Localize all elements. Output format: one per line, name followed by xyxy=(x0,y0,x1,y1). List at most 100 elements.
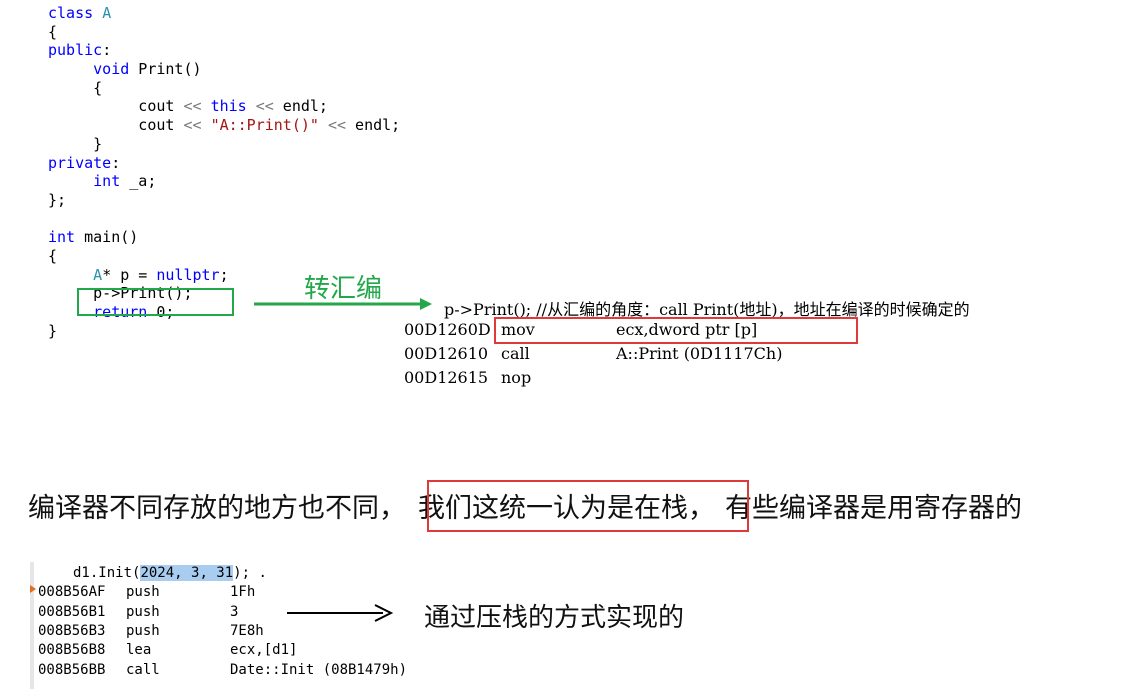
breakpoint-marker-icon xyxy=(30,585,36,593)
code-token: { xyxy=(48,246,58,265)
asm1-op: nop xyxy=(501,368,532,387)
code-token: << xyxy=(183,116,202,135)
code-line: private: xyxy=(48,154,400,173)
code-line: } xyxy=(48,135,400,154)
asm1-arg: ecx,dword ptr [p] xyxy=(616,320,758,339)
code-token: ; xyxy=(219,265,229,284)
code-token: : xyxy=(111,153,121,172)
code-line: return 0; xyxy=(48,303,400,322)
asm1-arg: A::Print (0D1117Ch) xyxy=(616,344,783,363)
asm2-arg: ecx,[d1] xyxy=(230,642,298,658)
asm2-arg: 1Fh xyxy=(230,584,256,600)
asm2-addr: 008B56BB xyxy=(38,662,106,678)
asm1-addr: 00D12615 xyxy=(404,368,489,387)
caption-text: 编译器不同存放的地方也不同， 我们这统一认为是在栈， 有些编译器是用寄存器的 xyxy=(28,486,1022,525)
code-token: int xyxy=(93,172,121,191)
code-token: : xyxy=(102,41,112,60)
code-line: } xyxy=(48,322,400,341)
code-token: return xyxy=(93,303,148,321)
code-token: Print() xyxy=(129,60,202,79)
caption-after: 有些编译器是用寄存器的 xyxy=(725,493,1022,524)
to-assembly-label: 转汇编 xyxy=(304,274,383,304)
code-token: _a; xyxy=(120,172,157,191)
code-token: 0; xyxy=(147,303,175,321)
code-token xyxy=(48,60,93,78)
code-token: this xyxy=(210,97,247,116)
code-token: public xyxy=(48,41,103,60)
asm1-header: p->Print(); //从汇编的角度：call Print(地址)，地址在编… xyxy=(444,300,970,319)
asm2-addr: 008B56B3 xyxy=(38,623,106,639)
code-token xyxy=(319,116,328,134)
stack-push-note: 通过压栈的方式实现的 xyxy=(424,603,685,633)
highlight-mov-box xyxy=(494,317,858,344)
asm1-addr: 00D12610 xyxy=(404,344,489,363)
caption-boxed: 我们这统一认为是在栈， xyxy=(418,493,715,524)
code-line: { xyxy=(48,23,400,42)
asm2-op: push xyxy=(126,584,160,600)
code-token: cout xyxy=(48,97,184,116)
code-token: "A::Print()" xyxy=(210,116,319,135)
asm2-source-prefix: d1.Init( xyxy=(73,565,141,581)
asm2-arg: 7E8h xyxy=(230,623,264,639)
source-code-block: class A{public: void Print() { cout << t… xyxy=(48,4,400,340)
asm2-addr: 008B56B8 xyxy=(38,642,106,658)
asm1-op: mov xyxy=(501,320,535,339)
code-token xyxy=(202,116,211,134)
code-line: int main() xyxy=(48,228,400,247)
code-token: << xyxy=(183,97,202,116)
asm2-op: push xyxy=(126,604,160,620)
code-token: A xyxy=(93,265,103,284)
code-token: int xyxy=(48,228,76,247)
asm2-arg: Date::Init (08B1479h) xyxy=(230,662,408,678)
code-line: class A xyxy=(48,4,400,23)
arrow-right-icon xyxy=(287,604,394,622)
code-token: }; xyxy=(48,190,67,209)
code-token xyxy=(48,172,93,190)
asm2-op: call xyxy=(126,662,160,678)
caption-before: 编译器不同存放的地方也不同， xyxy=(28,493,406,524)
asm2-panel xyxy=(30,562,594,689)
asm2-addr: 008B56B1 xyxy=(38,604,106,620)
asm2-addr: 008B56AF xyxy=(38,584,106,600)
code-token: } xyxy=(48,134,103,153)
code-line: { xyxy=(48,247,400,266)
code-token: << xyxy=(255,97,274,116)
code-line: cout << this << endl; xyxy=(48,97,400,116)
highlight-call-box xyxy=(77,288,234,316)
code-token: class xyxy=(48,4,103,22)
asm2-op: lea xyxy=(126,642,152,658)
code-token: cout xyxy=(48,116,184,135)
code-line: public: xyxy=(48,41,400,60)
asm1-addr: 00D1260D xyxy=(404,320,491,339)
code-token: * p = xyxy=(102,265,157,284)
code-token: nullptr xyxy=(156,265,220,284)
code-line: A* p = nullptr; xyxy=(48,266,400,285)
code-line xyxy=(48,210,400,229)
asm1-op: call xyxy=(501,344,530,363)
code-token: endl; xyxy=(273,97,328,116)
code-token xyxy=(48,266,93,284)
code-token: endl; xyxy=(346,116,401,135)
code-line: { xyxy=(48,79,400,98)
code-token xyxy=(202,97,211,115)
asm2-source-line: d1.Init(2024, 3, 31); . xyxy=(73,565,267,581)
asm2-source-suffix: ); . xyxy=(233,565,267,581)
arrow-right-icon xyxy=(254,298,432,310)
code-token: main() xyxy=(75,228,139,247)
asm2-arg: 3 xyxy=(230,604,239,620)
code-token: { xyxy=(48,22,58,41)
code-token xyxy=(247,97,256,115)
code-line: int _a; xyxy=(48,172,400,191)
code-line: }; xyxy=(48,191,400,210)
code-line: cout << "A::Print()" << endl; xyxy=(48,116,400,135)
asm2-op: push xyxy=(126,623,160,639)
asm2-source-args: 2024, 3, 31 xyxy=(140,565,234,581)
code-token: } xyxy=(48,321,58,340)
code-token: { xyxy=(48,78,103,97)
code-token: private xyxy=(48,153,112,172)
code-token: << xyxy=(327,116,347,135)
code-token: void xyxy=(93,60,130,79)
highlight-stack-box xyxy=(427,480,749,532)
code-token: A xyxy=(102,4,112,22)
code-line: void Print() xyxy=(48,60,400,79)
